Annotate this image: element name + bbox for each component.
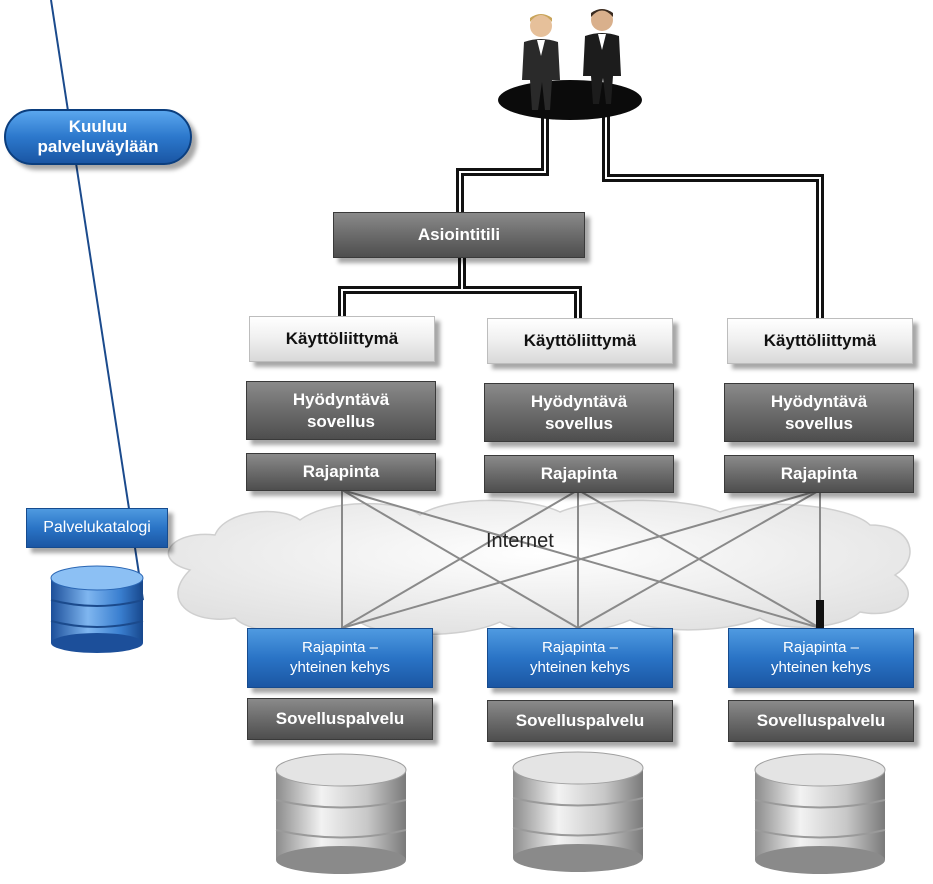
service-database-icon xyxy=(512,751,644,872)
user-interface-box: Käyttöliittymä xyxy=(249,316,435,362)
customer-account-box: Asiointitili xyxy=(333,212,585,258)
application-service-box: Sovelluspalvelu xyxy=(247,698,433,740)
internet-cloud xyxy=(167,499,911,636)
common-framework-interface-box: Rajapinta – yhteinen kehys xyxy=(247,628,433,688)
service-database-icon xyxy=(275,753,407,874)
user-interface-box: Käyttöliittymä xyxy=(487,318,673,364)
application-service-box: Sovelluspalvelu xyxy=(487,700,673,742)
utilizing-application-box: Hyödyntävä sovellus xyxy=(484,383,674,442)
common-framework-interface-box: Rajapinta – yhteinen kehys xyxy=(487,628,673,688)
interface-box: Rajapinta xyxy=(484,455,674,493)
utilizing-application-box: Hyödyntävä sovellus xyxy=(724,383,914,442)
service-database-icon xyxy=(754,753,886,874)
interface-box: Rajapinta xyxy=(246,453,436,491)
internet-label: Internet xyxy=(486,530,554,552)
service-catalog-label: Palvelukatalogi xyxy=(26,508,168,548)
legend-belongs-to-bus: Kuuluu palveluväylään xyxy=(4,109,192,165)
interface-box: Rajapinta xyxy=(724,455,914,493)
catalog-database-icon xyxy=(50,0,144,653)
network-links xyxy=(341,489,821,629)
application-service-box: Sovelluspalvelu xyxy=(728,700,914,742)
users-icon xyxy=(498,9,642,120)
user-interface-box: Käyttöliittymä xyxy=(727,318,913,364)
user-connectors xyxy=(338,105,824,628)
utilizing-application-box: Hyödyntävä sovellus xyxy=(246,381,436,440)
common-framework-interface-box: Rajapinta – yhteinen kehys xyxy=(728,628,914,688)
